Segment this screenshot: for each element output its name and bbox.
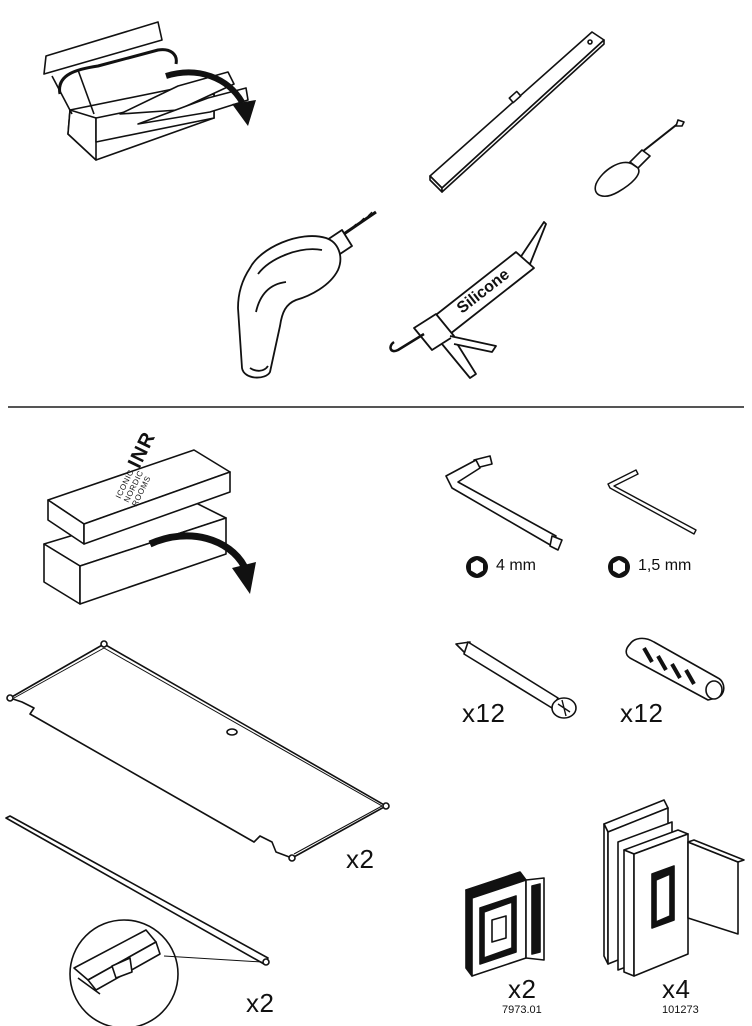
toolbox-icon: [43, 21, 256, 161]
hex-socket-icon: [466, 556, 488, 578]
profile-strip-icon: [5, 815, 270, 1026]
drill-icon: [237, 210, 377, 379]
allen-key-small-size-label: 1,5 mm: [638, 557, 692, 574]
screw-icon: [455, 641, 577, 719]
screwdriver-icon: [594, 119, 685, 197]
hex-socket-icon: [608, 556, 630, 578]
profile-strip-qty: x2: [246, 988, 275, 1018]
wall-plug-icon: [625, 637, 725, 701]
glass-panel-qty: x2: [346, 844, 375, 874]
allen-key-large-icon: [445, 455, 563, 551]
square-bracket-code: 7973.01: [502, 1004, 542, 1016]
hinge-clamp-icon: [603, 799, 745, 977]
allen-key-small-icon: [607, 469, 697, 535]
section-divider: [8, 406, 744, 408]
hinge-clamp-code: 101273: [662, 1004, 699, 1016]
allen-key-large-size-label: 4 mm: [496, 557, 536, 574]
silicone-gun-icon: Silicone: [389, 221, 547, 379]
package-box-icon: [43, 449, 256, 605]
wall-plugs-qty: x12: [620, 698, 664, 728]
screws-qty: x12: [462, 698, 506, 728]
square-bracket-qty: x2: [508, 974, 537, 1004]
glass-panel-icon: [6, 640, 390, 862]
hinge-clamp-qty: x4: [662, 974, 691, 1004]
square-bracket-icon: [465, 871, 545, 977]
spirit-level-icon: [429, 31, 605, 193]
